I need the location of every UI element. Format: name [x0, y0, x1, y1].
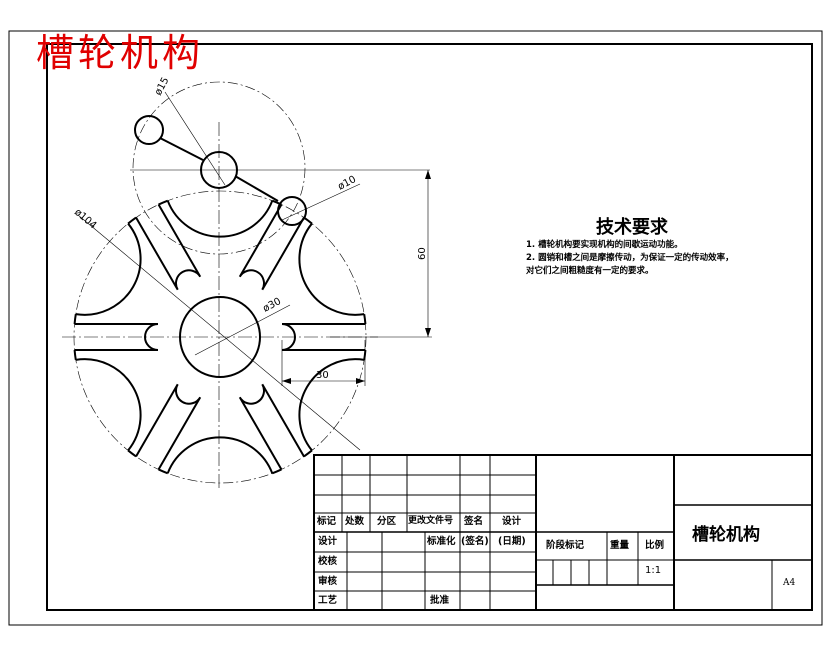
- wheel-rim: [127, 216, 137, 225]
- wheel-slot: [135, 204, 202, 291]
- crank-pin-right: [277, 196, 307, 226]
- outer-frame: [8, 30, 823, 626]
- title-block: [313, 454, 813, 611]
- wheel-rim: [73, 349, 77, 361]
- tb-ratio-value: 1:1: [645, 565, 662, 576]
- dim-60-arrow-top: [425, 170, 431, 179]
- tech-requirements-heading: 技术要求: [596, 217, 668, 238]
- wheel-rim: [73, 313, 77, 325]
- tb-riqi: (日期): [498, 536, 526, 547]
- wheel-slot: [135, 383, 202, 470]
- tb-part-name: 槽轮机构: [692, 525, 760, 545]
- leader-d15: [164, 91, 226, 186]
- dim-30-arrow-right: [356, 378, 365, 384]
- wheel-rim: [271, 468, 282, 475]
- tb-size: A4: [783, 578, 796, 588]
- tb-qianming: 签名: [464, 516, 484, 527]
- dim-60-arrow-bottom: [425, 328, 431, 337]
- dim-label-d104: ø104: [72, 207, 98, 232]
- drawing-title: 槽轮机构: [36, 31, 205, 75]
- tb-sheji-top: 设计: [502, 516, 522, 527]
- tb-fenqu: 分区: [377, 516, 397, 527]
- tech-requirement-1: 1. 槽轮机构要实现机构的间歇运动功能。: [526, 240, 683, 250]
- leader-d30: [194, 304, 291, 356]
- wheel-rim: [127, 449, 137, 458]
- tb-biaozhunhua: 标准化: [427, 536, 456, 547]
- tb-jieduan: 阶段标记: [546, 540, 585, 551]
- wheel-locking-arc: [298, 222, 365, 316]
- leader-d10: [281, 183, 361, 221]
- tech-requirement-2: 2. 圆销和槽之间是摩擦传动，为保证一定的传动效率，: [526, 253, 734, 263]
- dim-label-d15: ø15: [153, 76, 172, 98]
- wheel-locking-arc: [166, 200, 274, 238]
- wheel-locking-arc: [75, 358, 142, 452]
- tb-shenhe: 审核: [318, 576, 338, 587]
- crank-pin-left: [134, 115, 164, 145]
- tb-biaoji: 标记: [317, 516, 337, 527]
- wheel-locking-arc: [166, 436, 274, 474]
- geneva-drawing: [62, 81, 432, 490]
- dim-label-60: 60: [417, 247, 428, 260]
- tb-jiaohe: 校核: [318, 556, 338, 567]
- wheel-slot: [238, 383, 305, 470]
- tb-pizhun: 批准: [430, 595, 450, 606]
- wheel-locking-arc: [298, 358, 365, 452]
- tb-sheji: 设计: [318, 536, 338, 547]
- tb-genggai: 更改文件号: [408, 516, 454, 526]
- crank-arm-lower: [234, 175, 279, 202]
- wheel-locking-arc: [75, 222, 142, 316]
- wheel-rim: [303, 216, 313, 225]
- wheel-rim: [363, 313, 367, 325]
- tb-bili: 比例: [645, 540, 665, 551]
- wheel-rim: [158, 199, 169, 206]
- crank-arm-upper: [159, 137, 204, 161]
- wheel-slot: [238, 204, 305, 291]
- wheel-rim: [158, 468, 169, 475]
- tech-requirement-3: 对它们之间粗糙度有一定的要求。: [526, 266, 654, 276]
- tb-zhongliang: 重量: [610, 540, 630, 551]
- wheel-rim: [271, 199, 282, 206]
- dim-label-30: 30: [316, 370, 329, 381]
- dim-label-d30: ø30: [261, 296, 283, 315]
- tb-gongyi: 工艺: [318, 595, 338, 606]
- leader-d104: [77, 214, 361, 451]
- dim-30-arrow-left: [282, 378, 291, 384]
- wheel-rim: [303, 449, 313, 458]
- tb-chushu: 处数: [345, 516, 365, 527]
- tb-qianming2: (签名): [461, 536, 489, 547]
